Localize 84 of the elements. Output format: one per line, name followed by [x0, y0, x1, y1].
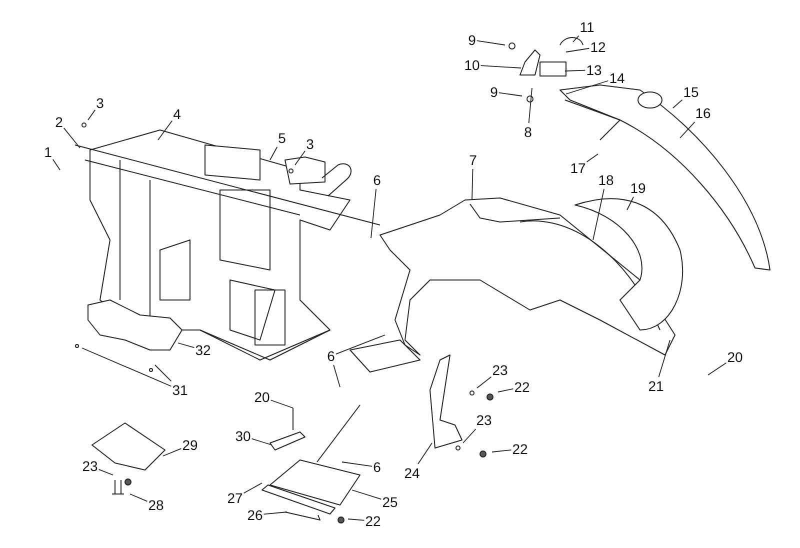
leader-line: [480, 65, 522, 68]
leader-line: [566, 48, 590, 52]
leader-line: [63, 128, 80, 148]
callout-number: 32: [195, 342, 211, 358]
callout-number: 22: [365, 513, 381, 529]
callout-number: 8: [524, 124, 532, 140]
callout-number: 24: [404, 465, 420, 481]
leader-line: [498, 92, 522, 96]
callout-number: 18: [598, 172, 614, 188]
leader-line: [352, 490, 382, 500]
leader-line: [370, 188, 376, 238]
leader-line: [348, 518, 365, 521]
callout-number: 25: [382, 494, 398, 510]
callout-number: 30: [235, 428, 251, 444]
callout-number: 20: [727, 349, 743, 365]
leader-line: [492, 450, 512, 452]
leader-line: [342, 462, 373, 467]
callout-number: 6: [373, 459, 381, 475]
leader-line: [658, 340, 670, 378]
callout-number: 29: [182, 437, 198, 453]
leader-line: [333, 364, 340, 388]
callout-number: 23: [492, 362, 508, 378]
callout-number: 23: [82, 458, 98, 474]
leader-line: [626, 196, 634, 210]
leader-line: [162, 448, 182, 456]
leader-line: [52, 158, 60, 170]
leader-line: [476, 376, 492, 388]
leader-line: [270, 400, 294, 408]
leader-line: [335, 334, 386, 355]
leader-line: [672, 99, 683, 108]
callout-number: 3: [306, 136, 314, 152]
callout-number: 2: [55, 114, 63, 130]
callout-number: 14: [609, 70, 625, 86]
leader-line: [294, 150, 306, 166]
callout-number: 7: [469, 152, 477, 168]
leader-line: [528, 88, 532, 124]
leader-line: [154, 364, 172, 382]
callout-number: 3: [96, 95, 104, 111]
callout-number: 20: [254, 389, 270, 405]
leader-line: [158, 120, 173, 140]
callout-number: 31: [172, 382, 188, 398]
leader-line: [270, 146, 278, 160]
callout-number: 9: [468, 32, 476, 48]
callout-number: 27: [227, 490, 243, 506]
leader-line: [498, 388, 514, 392]
leader-line: [178, 342, 195, 348]
callout-number: 6: [373, 172, 381, 188]
callout-number: 10: [464, 57, 480, 73]
leader-line: [462, 428, 476, 444]
callout-number: 4: [173, 106, 181, 122]
callout-number: 19: [630, 180, 646, 196]
leader-line: [263, 512, 288, 515]
callout-number: 6: [327, 348, 335, 364]
callout-number: 21: [648, 378, 664, 394]
leader-line: [566, 80, 609, 94]
leader-line: [586, 154, 598, 162]
leader-line: [418, 442, 432, 464]
callout-number: 5: [278, 130, 286, 146]
leader-line: [472, 168, 474, 200]
callout-number: 11: [580, 19, 594, 35]
callout-number: 17: [570, 160, 586, 176]
callout-number: 16: [695, 105, 711, 121]
callout-number: 23: [476, 412, 492, 428]
leader-line: [476, 40, 506, 46]
callout-number: 12: [590, 39, 606, 55]
leader-line: [564, 70, 586, 72]
leader-line: [88, 110, 96, 120]
callout-number: 15: [683, 84, 699, 100]
leader-line: [82, 348, 172, 387]
leader-line: [708, 362, 727, 376]
leader-line: [98, 469, 114, 476]
callout-number: 26: [247, 507, 263, 523]
leader-line: [592, 188, 604, 240]
callout-number: 28: [148, 497, 164, 513]
leader-line: [680, 122, 696, 138]
callout-number: 22: [512, 441, 528, 457]
leader-line: [251, 438, 272, 446]
leader-line: [243, 482, 262, 494]
callout-number: 9: [490, 84, 498, 100]
leader-line: [572, 35, 580, 42]
callout-number: 13: [586, 62, 602, 78]
callout-number: 1: [44, 144, 52, 160]
leader-line: [130, 494, 148, 502]
callout-number: 22: [514, 379, 530, 395]
